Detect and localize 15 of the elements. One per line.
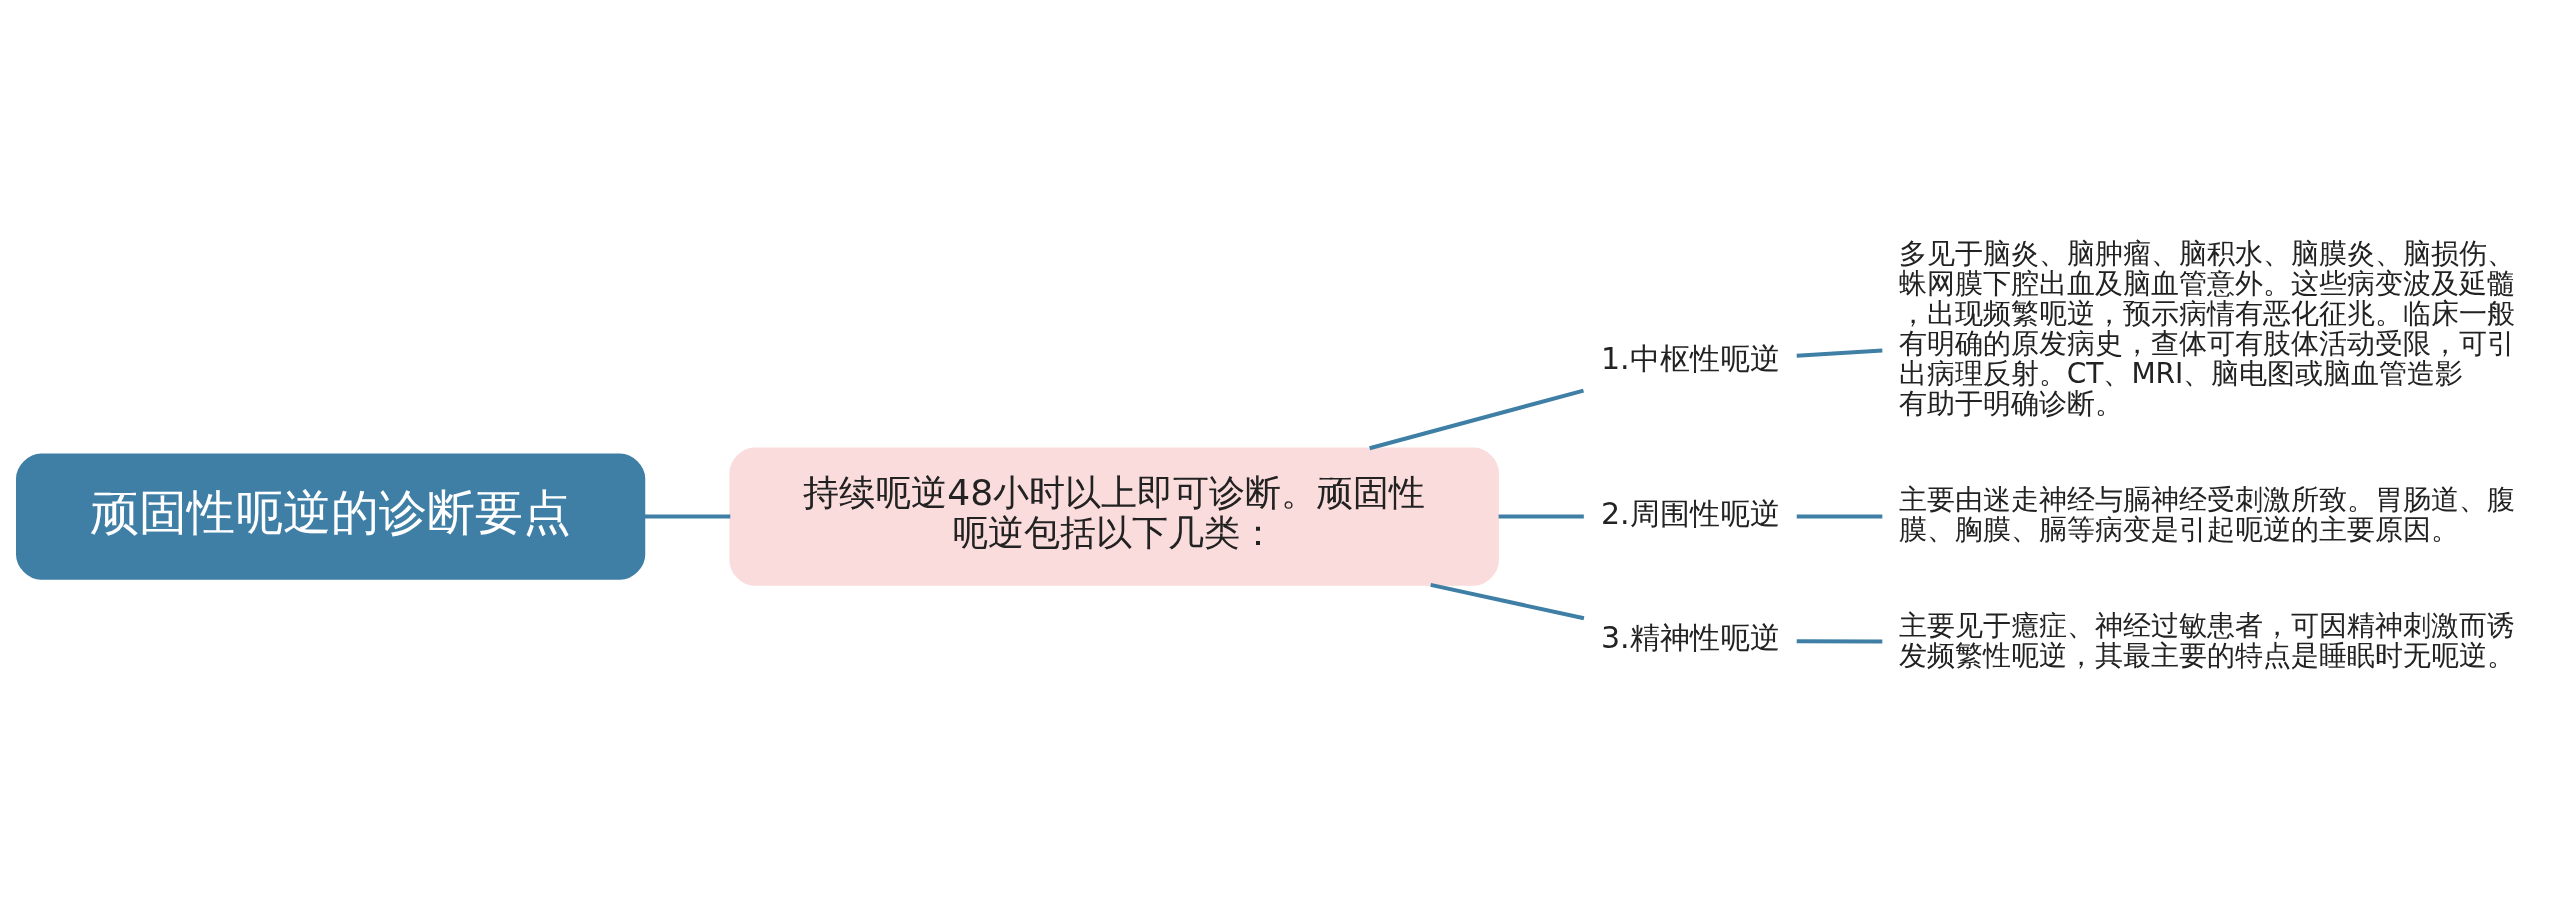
connector	[1368, 388, 1584, 450]
node-text: 主要由迷走神经与膈神经受刺激所致。胃肠道、腹膜、胸膜、膈等病变是引起呃逆的主要原因。	[1898, 482, 2515, 546]
node-text: 3.精神性呃逆	[1600, 619, 1780, 655]
node-box: 持续呃逆48小时以上即可诊断。顽固性呃逆包括以下几类：	[728, 447, 1499, 586]
connector	[1796, 638, 1882, 644]
node-text: 2.周围性呃逆	[1600, 495, 1780, 531]
connector	[1796, 348, 1882, 358]
node-text: 多见于脑炎、脑肿瘤、脑积水、脑膜炎、脑损伤、蛛网膜下腔出血及脑血管意外。这些病变波及延髓，出现频繁呃逆，预示病情有恶化征兆。临床一般有明确的原发病史，查体可有肢体活动受限，可引出病理反射。CT、MRI、脑电图或脑血管造影有助于明确诊断。	[1898, 236, 2515, 420]
node-box: 顽固性呃逆的诊断要点	[15, 453, 645, 580]
node-text: 主要见于癔症、神经过敏患者，可因精神刺激而诱发频繁性呃逆，其最主要的特点是睡眠时无呃逆。	[1898, 608, 2515, 672]
connector	[1498, 514, 1584, 519]
connector	[644, 514, 730, 519]
connector	[1796, 514, 1882, 519]
node-text: 1.中枢性呃逆	[1600, 340, 1780, 376]
connector	[1429, 582, 1584, 620]
